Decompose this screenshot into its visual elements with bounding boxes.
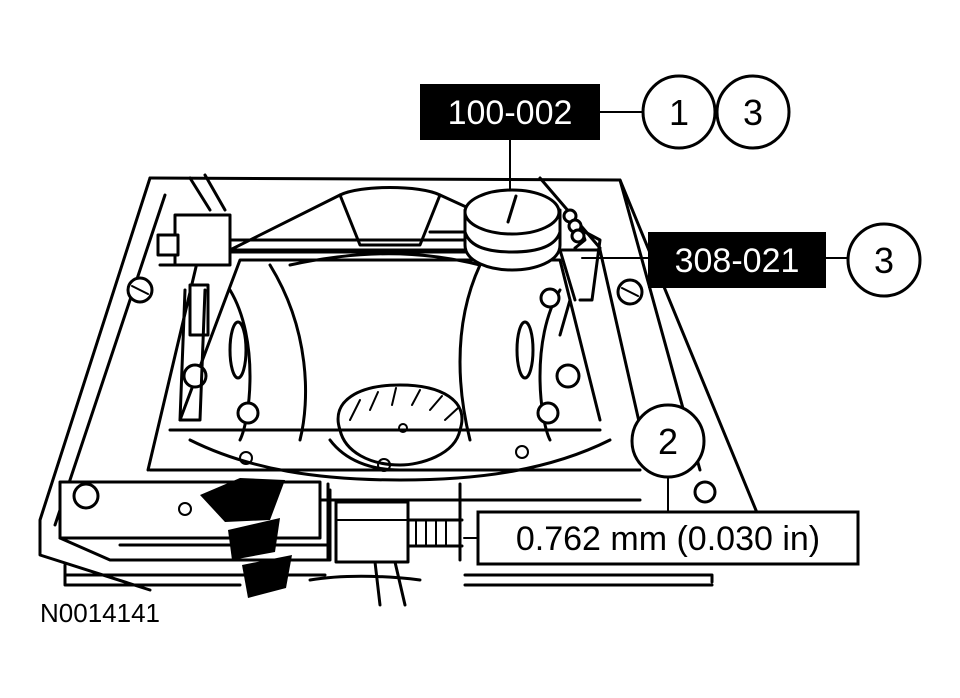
figure-id: N0014141: [40, 598, 160, 628]
svg-text:1: 1: [669, 92, 689, 133]
leader-lines: [463, 111, 851, 539]
bolt-bore-left: [236, 401, 260, 425]
tool-label-text: 100-002: [448, 94, 573, 132]
bolts: [126, 276, 717, 504]
callout-2: 2: [630, 403, 706, 479]
callout-3-top: 3: [715, 74, 791, 150]
specification-text: 0.762 mm (0.030 in): [516, 520, 820, 558]
lower-frame: [63, 563, 714, 587]
front-cap: [58, 480, 332, 562]
dial-indicator-gauge: [463, 188, 562, 272]
hole-mid: [377, 458, 391, 472]
tool-label-100-002: 100-002: [420, 84, 600, 140]
bolt-left-mid: [539, 287, 561, 309]
callout-1: 1: [641, 74, 717, 150]
hole-right: [515, 445, 529, 459]
svg-text:2: 2: [658, 421, 678, 462]
crankshaft-gear: [328, 383, 464, 472]
callout-3-right: 3: [846, 222, 922, 298]
feeler-gauge: [308, 482, 464, 607]
dial-indicator-base: [156, 173, 232, 422]
tool-label-308-021: 308-021: [648, 232, 826, 288]
hole-left: [239, 451, 253, 465]
tool-label-text: 308-021: [675, 242, 800, 280]
bolt-bore-right: [536, 401, 560, 425]
direction-arrow-icon: [200, 478, 292, 598]
svg-text:3: 3: [874, 240, 894, 281]
bolt-left-upper: [126, 276, 154, 304]
svg-text:3: 3: [743, 92, 763, 133]
bolt-front-right: [693, 480, 717, 504]
feeler-holder: [558, 208, 602, 337]
bolt-right-upper: [616, 278, 644, 306]
bolt-right-lower: [555, 363, 581, 389]
specification-box: 0.762 mm (0.030 in): [476, 510, 860, 566]
